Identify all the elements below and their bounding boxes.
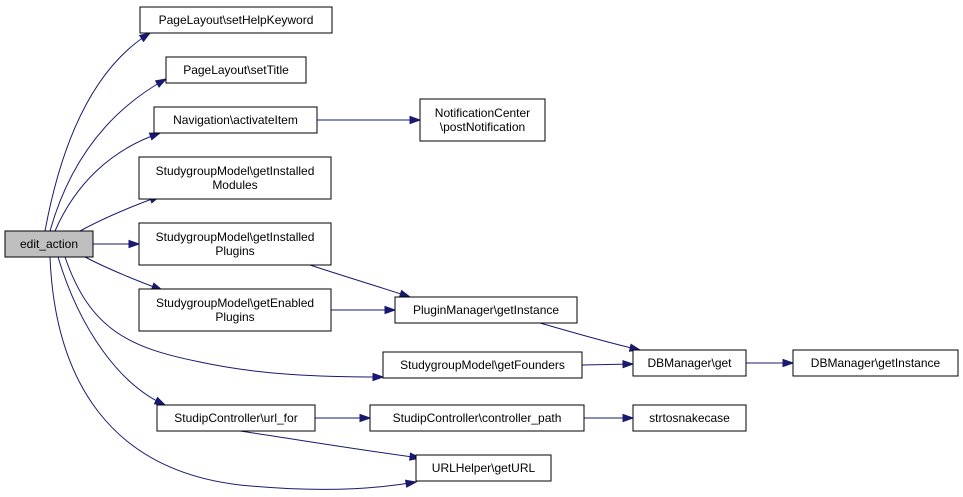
- node-label: strtosnakecase: [649, 411, 730, 425]
- node-label: DBManager\getInstance: [811, 356, 941, 370]
- node-label: PluginManager\getInstance: [413, 303, 559, 317]
- edge-activateItem-to-postNotification: [317, 115, 422, 125]
- node-label: Plugins: [215, 310, 254, 324]
- edge-controller_path-to-strtosnakecase: [584, 413, 635, 423]
- node-db_getInstance[interactable]: DBManager\getInstance: [792, 349, 959, 377]
- node-edit_action[interactable]: edit_action: [4, 230, 94, 258]
- node-label: PageLayout\setTitle: [183, 63, 289, 77]
- node-pm_getInstance[interactable]: PluginManager\getInstance: [394, 296, 578, 324]
- edge-edit_action-to-setTitle: [49, 78, 168, 232]
- node-label: StudygroupModel\getFounders: [400, 358, 565, 372]
- node-label: edit_action: [20, 237, 78, 251]
- edge-url_for-to-getURL: [239, 430, 422, 461]
- node-label: Modules: [212, 178, 257, 192]
- node-label: Plugins: [215, 244, 254, 258]
- edge-getEnabledPlugins-to-pm_getInstance: [331, 305, 397, 315]
- edge-pm_getInstance-to-db_get: [539, 322, 642, 352]
- node-label: StudygroupModel\getInstalled: [156, 230, 315, 244]
- edge-edit_action-to-getFounders: [64, 256, 385, 382]
- node-activateItem[interactable]: Navigation\activateItem: [153, 106, 318, 134]
- node-label: StudipController\url_for: [174, 411, 297, 425]
- node-label: NotificationCenter: [435, 106, 530, 120]
- nodes: edit_action PageLayout\setHelpKeywordPage…: [4, 6, 959, 482]
- node-getURL[interactable]: URLHelper\getURL: [415, 454, 552, 482]
- node-url_for[interactable]: StudipController\url_for: [156, 404, 316, 432]
- node-db_get[interactable]: DBManager\get: [632, 349, 747, 377]
- edge-edit_action-to-setHelpKeyword: [44, 32, 152, 232]
- edge-url_for-to-controller_path: [315, 413, 372, 423]
- node-getFounders[interactable]: StudygroupModel\getFounders: [382, 351, 583, 379]
- node-strtosnakecase[interactable]: strtosnakecase: [632, 404, 747, 432]
- edge-edit_action-to-getURL: [49, 256, 418, 490]
- node-label: StudygroupModel\getEnabled: [156, 296, 314, 310]
- edge-edit_action-to-getInstalledPlugins: [93, 239, 141, 249]
- node-label: DBManager\get: [647, 356, 732, 370]
- node-label: URLHelper\getURL: [432, 461, 536, 475]
- node-setHelpKeyword[interactable]: PageLayout\setHelpKeyword: [139, 6, 333, 34]
- node-label: StudipController\controller_path: [393, 411, 562, 425]
- edge-edit_action-to-url_for: [57, 256, 167, 406]
- node-label: \postNotification: [440, 120, 525, 134]
- edge-db_get-to-db_getInstance: [745, 358, 795, 368]
- node-setTitle[interactable]: PageLayout\setTitle: [165, 56, 307, 84]
- edge-getFounders-to-db_get: [581, 360, 635, 369]
- node-postNotification[interactable]: NotificationCenter\postNotification: [419, 98, 546, 142]
- node-label: Navigation\activateItem: [173, 113, 298, 127]
- node-controller_path[interactable]: StudipController\controller_path: [369, 404, 585, 432]
- node-label: StudygroupModel\getInstalled: [156, 164, 315, 178]
- node-label: PageLayout\setHelpKeyword: [159, 13, 314, 27]
